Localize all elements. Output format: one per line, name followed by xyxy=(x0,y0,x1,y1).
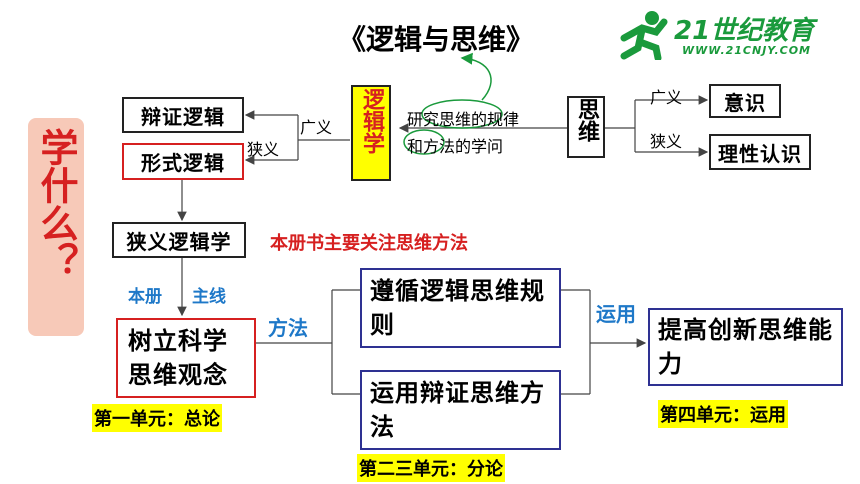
definition-line2: 和方法的学问 xyxy=(407,137,504,156)
follow-rules-box: 遵循逻辑思维规则 xyxy=(360,268,561,348)
narrow-logic-box: 狭义逻辑学 xyxy=(112,222,246,258)
rational-cognition-label: 理性认识 xyxy=(718,141,802,166)
thinking-box xyxy=(567,96,605,158)
question-box xyxy=(28,118,84,336)
thinking-label: 思维 xyxy=(574,98,599,142)
unit1-tag: 第一单元：总论 xyxy=(92,404,222,432)
broad-label-left: 广义 xyxy=(300,118,333,137)
question-text: 学什么？ xyxy=(34,128,78,280)
narrow-logic-label: 狭义逻辑学 xyxy=(126,229,232,254)
broad-label-right: 广义 xyxy=(650,88,683,107)
logic-box xyxy=(351,85,391,181)
consciousness-label: 意识 xyxy=(724,90,766,115)
dialectical-logic-box: 辩证逻辑 xyxy=(122,97,244,133)
dialectical-method-box: 运用辩证思维方法 xyxy=(360,370,561,450)
formal-logic-box: 形式逻辑 xyxy=(122,143,244,180)
logo: 21世纪教育 WWW.21CNJY.COM xyxy=(612,8,852,60)
unit4-tag: 第四单元：运用 xyxy=(658,400,788,428)
focus-note: 本册书主要关注思维方法 xyxy=(270,233,468,254)
rational-cognition-box: 理性认识 xyxy=(709,134,811,170)
logic-label: 逻辑学 xyxy=(359,88,384,154)
mainline-label: 主线 xyxy=(192,287,226,307)
formal-logic-label: 形式逻辑 xyxy=(141,151,225,175)
unit23-tag: 第二三单元：分论 xyxy=(357,454,505,482)
dialectical-method-label: 运用辩证思维方法 xyxy=(370,379,545,441)
method-label: 方法 xyxy=(268,316,308,340)
scientific-thinking-label: 树立科学思维观念 xyxy=(128,327,228,389)
runner-icon xyxy=(620,11,668,60)
book-label: 本册 xyxy=(128,287,162,307)
logo-text: 21世纪教育 xyxy=(674,16,815,46)
innovation-ability-box: 提高创新思维能力 xyxy=(648,308,843,386)
follow-rules-label: 遵循逻辑思维规则 xyxy=(370,277,545,339)
narrow-label-left: 狭义 xyxy=(247,140,280,159)
consciousness-box: 意识 xyxy=(709,84,781,118)
innovation-ability-label: 提高创新思维能力 xyxy=(658,316,833,378)
scientific-thinking-box: 树立科学思维观念 xyxy=(116,318,256,398)
definition-line1: 研究思维的规律 xyxy=(407,110,520,129)
dialectical-logic-label: 辩证逻辑 xyxy=(141,104,225,129)
narrow-label-right: 狭义 xyxy=(650,132,683,151)
logo-url: WWW.21CNJY.COM xyxy=(682,44,811,57)
page-title: 《逻辑与思维》 xyxy=(338,23,535,56)
apply-label: 运用 xyxy=(596,302,636,326)
